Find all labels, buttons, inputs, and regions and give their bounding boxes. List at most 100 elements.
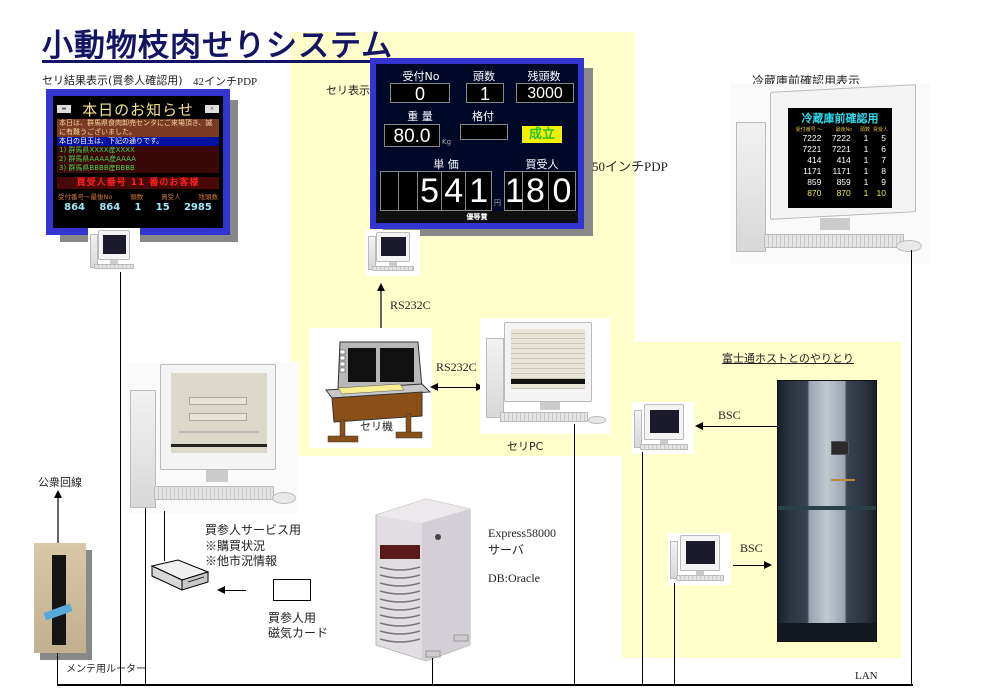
purchase-status-label: ※購買状況 <box>205 539 266 553</box>
remaining-value: 3000 <box>516 83 574 103</box>
value-cell: 864 <box>64 202 86 213</box>
bsc-out-line <box>733 565 765 566</box>
table-cell: 7222 <box>831 133 851 143</box>
arrow-up-icon <box>54 490 62 498</box>
table-cell: 9 <box>881 177 886 187</box>
card-reader <box>150 558 210 594</box>
seri-display-pc <box>366 230 420 276</box>
table-cell: 859 <box>807 177 822 187</box>
header-cell: 最後No <box>835 127 852 133</box>
lan-label: LAN <box>855 670 878 682</box>
list-item: 2) 群馬県AAAA産AAAA <box>59 155 136 163</box>
rs232c-up-label: RS232C <box>390 298 431 312</box>
close-icon: × <box>204 105 219 113</box>
seri-display-label: セリ表示 <box>326 84 370 97</box>
rs232c-up-line <box>380 290 382 330</box>
buyer-card-label-2: 磁気カード <box>268 626 329 640</box>
seri-pdp: 受付No 0 頭数 1 残頭数 3000 重 量 80.0 Kg 格付 成立 単… <box>370 58 584 229</box>
announcement-title: 本日のお知らせ <box>82 100 194 119</box>
yen-unit: 円 <box>494 199 501 207</box>
menu-icon: ▬ <box>57 105 71 113</box>
arrow-right-icon <box>764 561 772 569</box>
head-count-value: 1 <box>466 83 504 104</box>
card-reader-line <box>164 511 165 561</box>
other-market-label: ※他市況情報 <box>205 554 278 568</box>
unit-price-display: 5 4 1 <box>380 171 492 211</box>
fridge-headers: 受付番号 ～ 最後No 頭数 買受人 <box>792 126 888 133</box>
reception-no-value: 0 <box>390 83 450 104</box>
digit-cell: 1 <box>505 172 524 210</box>
tower-server-icon <box>375 498 471 662</box>
announcement-list: 1) 群馬県XXXX産XXXX 2) 群馬県AAAA産AAAA 3) 群馬県BB… <box>57 146 219 173</box>
fridge-lan-line <box>911 250 912 685</box>
bsc-in-line <box>702 426 777 427</box>
menu-button[interactable] <box>189 397 247 405</box>
bsc-lower-lan-line <box>674 583 675 685</box>
lan-bus <box>57 684 913 686</box>
express-server <box>366 495 476 665</box>
maint-router-label: メンテ用ルーター <box>66 664 146 675</box>
header-cell: 受付番号～最後No <box>58 193 113 201</box>
table-cell: 870 <box>836 188 851 198</box>
seri-machine <box>310 328 432 448</box>
table-cell: 10 <box>876 188 886 198</box>
table-cell: 1 <box>863 144 869 154</box>
header-cell: 買受人 <box>161 193 181 201</box>
grade-label: 格付 <box>472 110 494 123</box>
buyer-display: 1 8 0 <box>504 171 576 211</box>
reception-no-label: 受付No <box>402 70 440 83</box>
host-led <box>831 479 855 481</box>
bsc-pc-lower <box>668 533 730 585</box>
menu-button[interactable] <box>189 413 247 421</box>
table-cell: 859 <box>836 177 851 187</box>
table-cell: 6 <box>881 144 886 154</box>
weight-label: 重 量 <box>407 110 433 123</box>
bsc-out-label: BSC <box>740 541 763 555</box>
value-cell: 2985 <box>183 202 212 213</box>
arrow-left-icon <box>217 586 225 594</box>
rs232c-side-line <box>436 387 476 388</box>
digit-cell: 8 <box>523 172 549 210</box>
result-pc-lan-line <box>120 272 121 685</box>
table-cell: 414 <box>807 155 822 165</box>
table-cell: 1 <box>863 166 869 176</box>
table-cell: 1171 <box>832 166 851 176</box>
digit-cell: 4 <box>442 172 467 210</box>
buyer-notice: 買受人番号 11 番のお客様 <box>57 177 219 189</box>
auction-console-icon <box>325 341 432 443</box>
arrow-left-icon <box>695 422 703 430</box>
grade-value <box>460 124 508 140</box>
host-display-panel <box>831 441 849 455</box>
server-model-label: Express58000 <box>488 526 556 540</box>
arrow-up-icon <box>377 283 385 291</box>
table-cell: 1 <box>863 155 869 165</box>
header-cell: 受付番号 ～ <box>795 127 822 133</box>
weight-value: 80.0 <box>384 124 440 147</box>
buyer-card-label-1: 買参人用 <box>268 611 317 625</box>
award-footer: 優等賞 <box>376 211 578 223</box>
digit-cell: 5 <box>418 172 442 210</box>
buyer-service-screen <box>171 373 267 453</box>
bsc-in-label: BSC <box>718 408 741 422</box>
header-cell: 頭数 <box>130 193 144 201</box>
page-title: 小動物枝肉せりシステム <box>42 28 394 64</box>
head-count-label: 頭数 <box>473 70 495 83</box>
rs232c-side-label: RS232C <box>436 360 477 374</box>
value-cell: 864 <box>99 202 121 213</box>
value-cell: 1 <box>134 202 142 213</box>
buyer-service-label: 買参人サービス用 <box>205 523 302 537</box>
announcement-headers: 受付番号～最後No 頭数 買受人 残頭数 <box>57 191 219 201</box>
buyer-label: 買受人 <box>525 158 559 171</box>
magnetic-card <box>273 579 311 601</box>
table-cell: 414 <box>836 155 851 165</box>
list-item: 3) 群馬県BBBB産BBBB <box>59 164 135 172</box>
value-cell: 15 <box>155 202 170 213</box>
table-cell: 7221 <box>802 144 822 154</box>
table-cell: 8 <box>881 166 886 176</box>
